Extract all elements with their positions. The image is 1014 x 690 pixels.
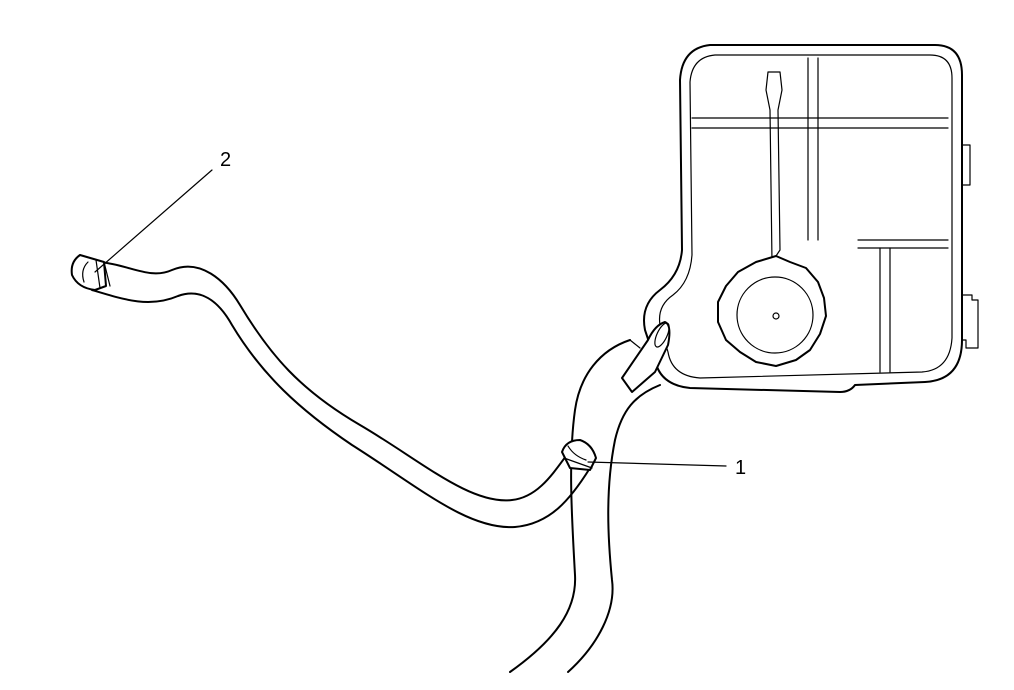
callout-leader-1 [587, 461, 727, 467]
callout-label-1: 1 [735, 457, 746, 479]
callout-label-2: 2 [220, 149, 231, 171]
tank-outlet-fitting [621, 321, 671, 393]
lower-hose [509, 339, 661, 673]
hose-clamp-1 [561, 439, 597, 471]
upper-hose [91, 261, 591, 529]
hose-clamp-2 [70, 254, 111, 291]
reservoir-cap [717, 255, 827, 367]
callout-leader-2 [94, 169, 213, 273]
